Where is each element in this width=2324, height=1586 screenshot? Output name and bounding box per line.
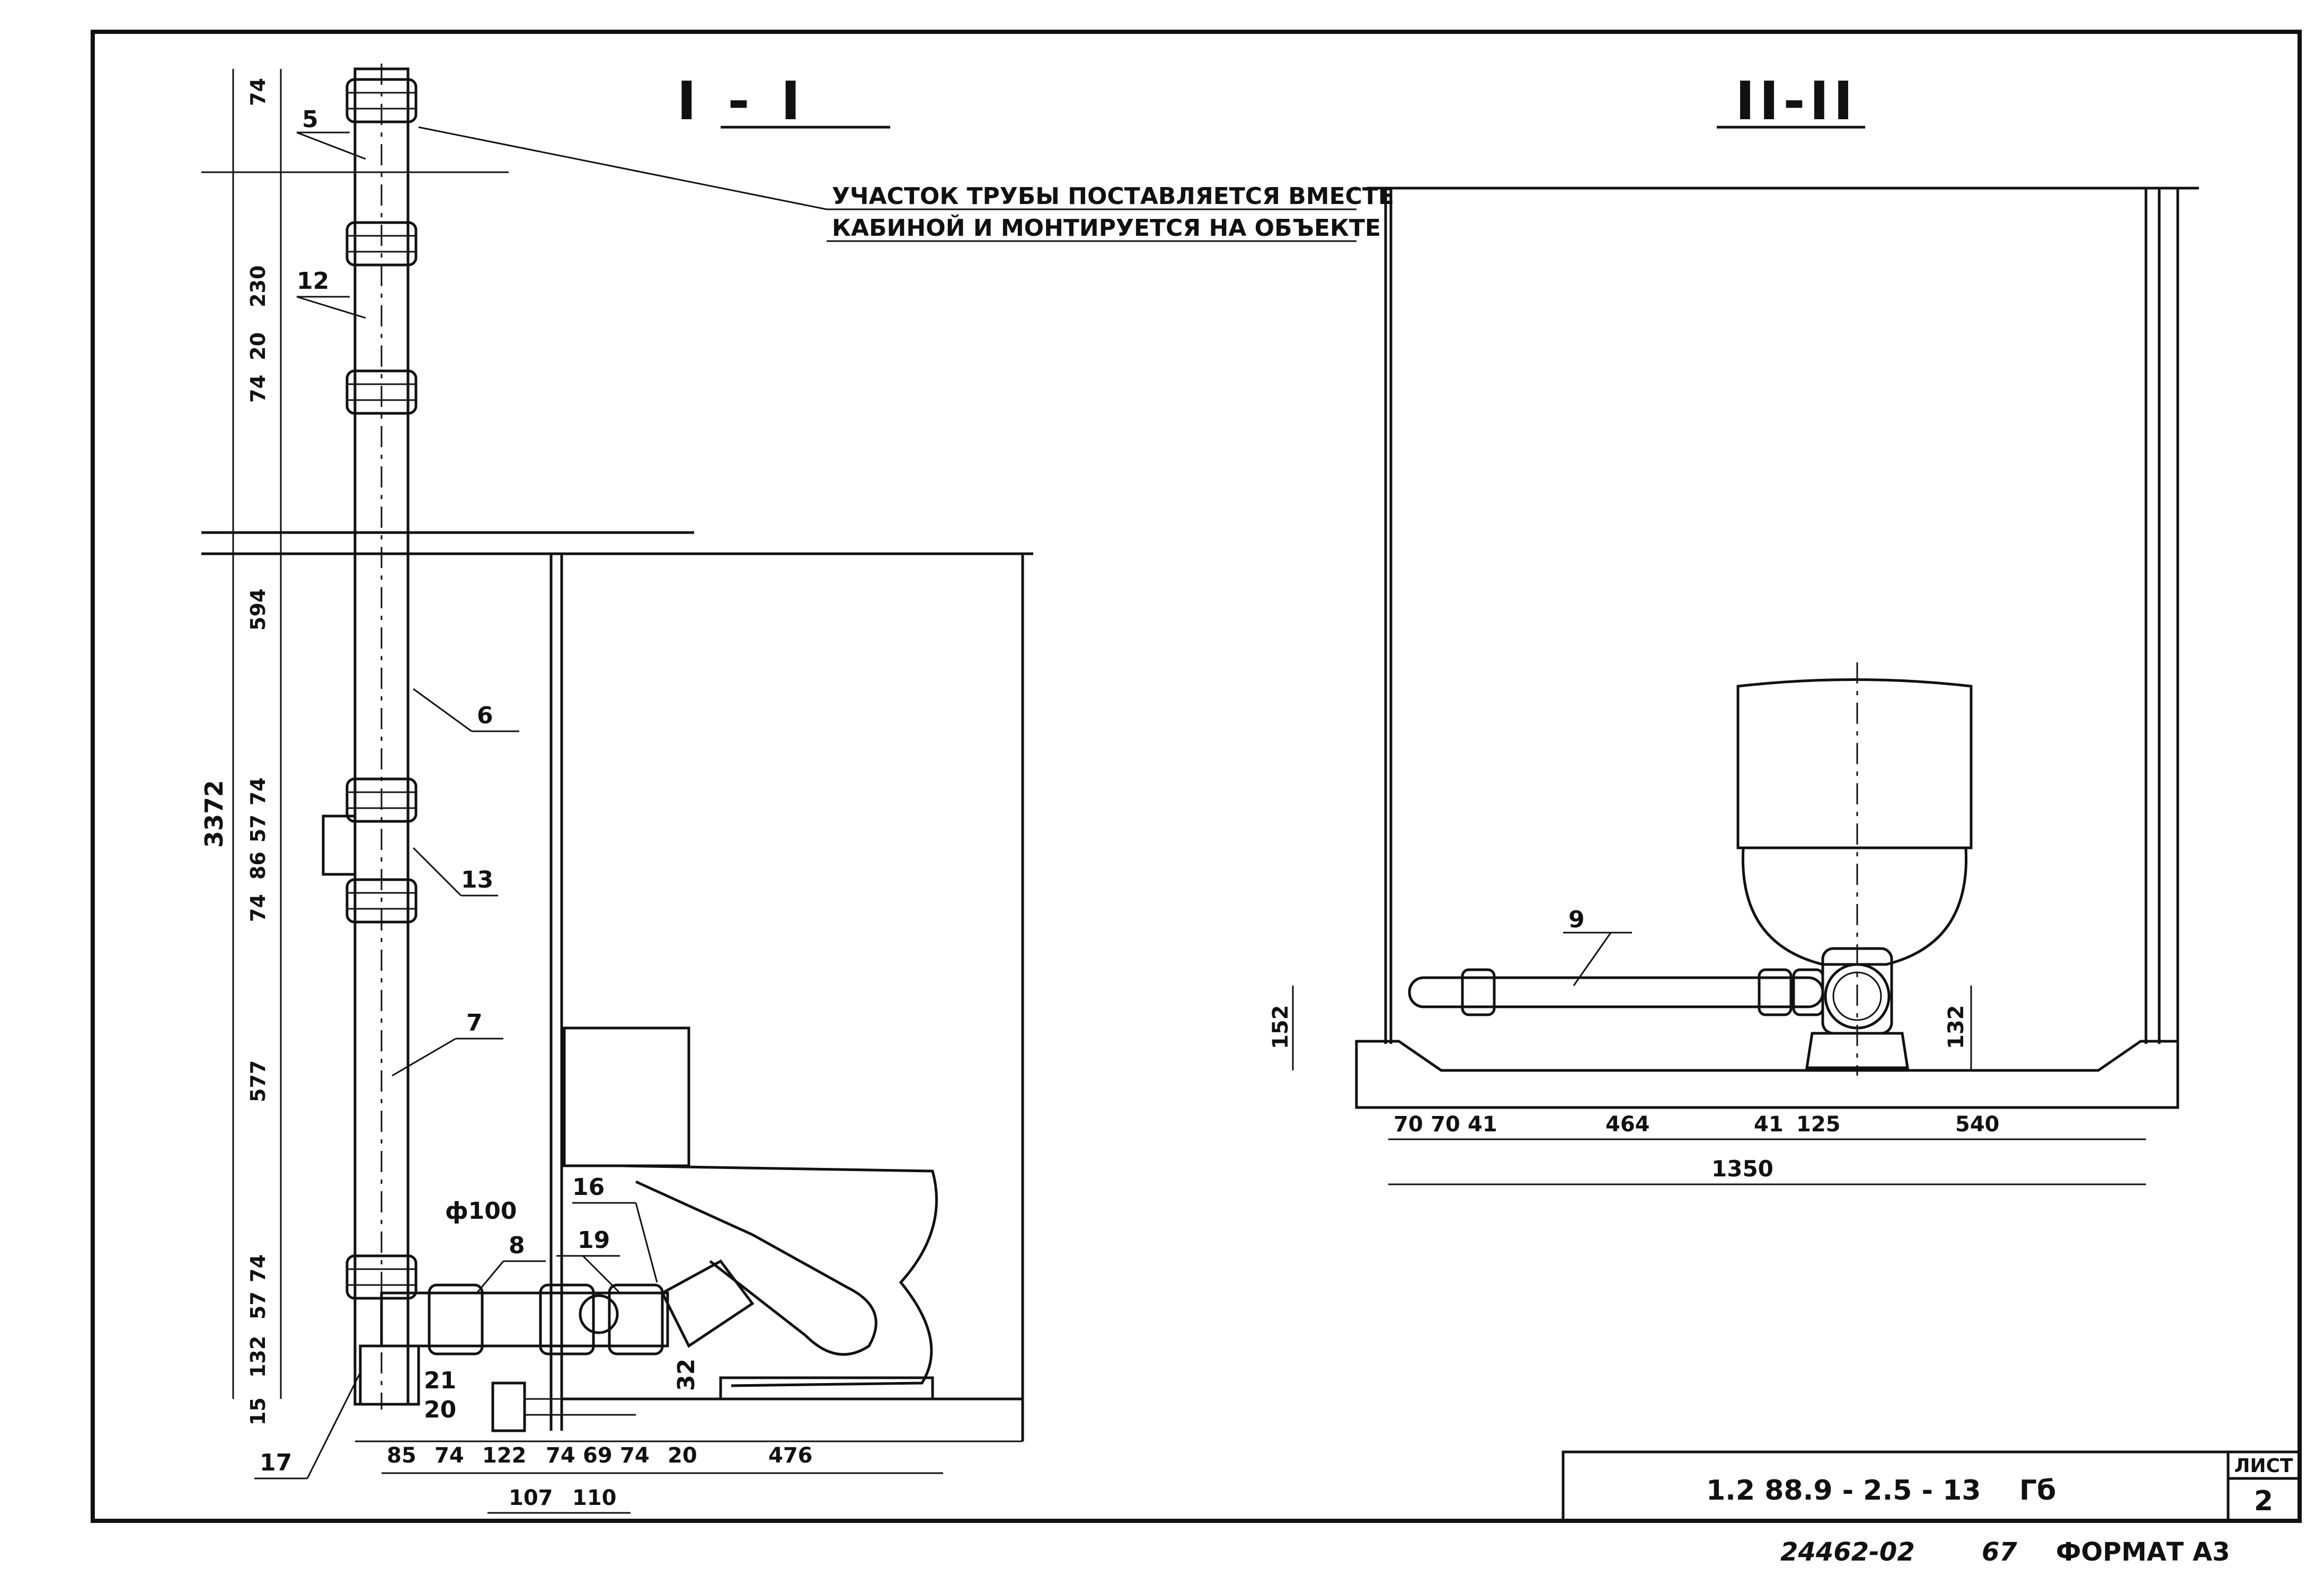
- svg-text:74: 74: [246, 894, 270, 922]
- sheet-label: ЛИСТ: [2234, 1455, 2293, 1477]
- title-block: 1.2 88.9 - 2.5 - 13 Гб ЛИСТ 2 24462-02 6…: [1562, 1450, 2301, 1567]
- discharge-pipe: [359, 1259, 755, 1432]
- svg-text:74: 74: [246, 78, 270, 106]
- svg-text:15: 15: [246, 1397, 270, 1425]
- svg-text:110: 110: [572, 1486, 617, 1510]
- callout-8: 8: [509, 1232, 525, 1259]
- inventory-number: 24462-02: [1780, 1537, 1915, 1567]
- svg-text:577: 577: [246, 1060, 270, 1102]
- toilet-side-view: [563, 1026, 938, 1401]
- callout-12: 12: [297, 268, 329, 295]
- callout-17: 17: [260, 1449, 292, 1476]
- svg-text:476: 476: [768, 1443, 813, 1468]
- svg-text:230: 230: [246, 265, 270, 307]
- total-width-dim: 1350: [1711, 1156, 1773, 1182]
- svg-text:74: 74: [546, 1443, 575, 1468]
- total-height-dim: 3372: [200, 780, 228, 848]
- svg-text:594: 594: [246, 589, 270, 631]
- bottom-dimensions: 85 74 122 74 69 74 20 476 107 110: [387, 1443, 813, 1510]
- dim-152: 152: [1269, 1005, 1293, 1050]
- callout-19: 19: [578, 1227, 610, 1254]
- tee-branch: [322, 814, 357, 876]
- svg-text:125: 125: [1796, 1112, 1841, 1137]
- svg-text:74: 74: [246, 777, 270, 805]
- callout-leaders: [254, 131, 658, 1479]
- svg-text:20: 20: [668, 1443, 697, 1468]
- section-1-title: I - I: [677, 70, 807, 132]
- callout-32: 32: [673, 1359, 700, 1391]
- svg-text:107: 107: [509, 1486, 553, 1510]
- section-2: II-II 9: [1269, 70, 2199, 1185]
- callout-9: 9: [1568, 906, 1585, 933]
- vertical-dimensions: 74 230 74 20 594 74 57 86 74 577 74 57 1…: [246, 78, 270, 1425]
- svg-text:74: 74: [620, 1443, 650, 1468]
- section-2-bottom-dimensions: 70 70 41 464 41 125 540: [1394, 1112, 2000, 1137]
- callout-5: 5: [302, 106, 318, 133]
- svg-text:86: 86: [246, 852, 270, 880]
- svg-text:70: 70: [1431, 1112, 1460, 1137]
- format-label: ФОРМАТ А3: [2056, 1537, 2230, 1567]
- callout-9-leader: [1573, 932, 1612, 986]
- callout-20: 20: [424, 1396, 456, 1423]
- pipe-couplings: [345, 78, 418, 1300]
- svg-text:70: 70: [1394, 1112, 1423, 1137]
- svg-text:69: 69: [583, 1443, 613, 1468]
- callout-16: 16: [572, 1174, 605, 1201]
- svg-text:57: 57: [246, 814, 270, 843]
- callout-d100: ф100: [445, 1198, 517, 1225]
- svg-text:41: 41: [1754, 1112, 1784, 1137]
- flush-pipe: [1408, 968, 1824, 1016]
- svg-text:74: 74: [434, 1443, 464, 1468]
- note-leader: [418, 126, 827, 210]
- callout-7: 7: [466, 1009, 483, 1036]
- svg-text:20: 20: [246, 332, 270, 360]
- floor-pan: [1355, 1040, 2179, 1109]
- section-2-title: II-II: [1735, 70, 1857, 132]
- section-1: I - I: [200, 64, 1394, 1514]
- title-block-frame: [1562, 1450, 2301, 1522]
- sheet-number: 2: [2254, 1485, 2273, 1517]
- svg-text:132: 132: [246, 1336, 270, 1378]
- svg-text:540: 540: [1955, 1112, 2000, 1137]
- callout-13: 13: [461, 866, 493, 893]
- svg-text:74: 74: [246, 375, 270, 403]
- svg-text:41: 41: [1468, 1112, 1497, 1137]
- callout-21: 21: [424, 1367, 456, 1394]
- document-code: 1.2 88.9 - 2.5 - 13 Гб: [1706, 1475, 2056, 1507]
- svg-text:85: 85: [387, 1443, 416, 1468]
- page-number: 67: [1982, 1537, 2017, 1567]
- sheet-frame: [91, 30, 2302, 1523]
- note-line-2: КАБИНОЙ И МОНТИРУЕТСЯ НА ОБЪЕКТЕ: [832, 214, 1381, 242]
- note-line-1: УЧАСТОК ТРУБЫ ПОСТАВЛЯЕТСЯ ВМЕСТЕ: [832, 183, 1394, 210]
- dim-132: 132: [1944, 1005, 1968, 1050]
- svg-text:464: 464: [1605, 1112, 1650, 1137]
- callout-6: 6: [477, 702, 493, 729]
- svg-text:74: 74: [246, 1254, 270, 1282]
- svg-text:57: 57: [246, 1291, 270, 1319]
- svg-text:122: 122: [482, 1443, 527, 1468]
